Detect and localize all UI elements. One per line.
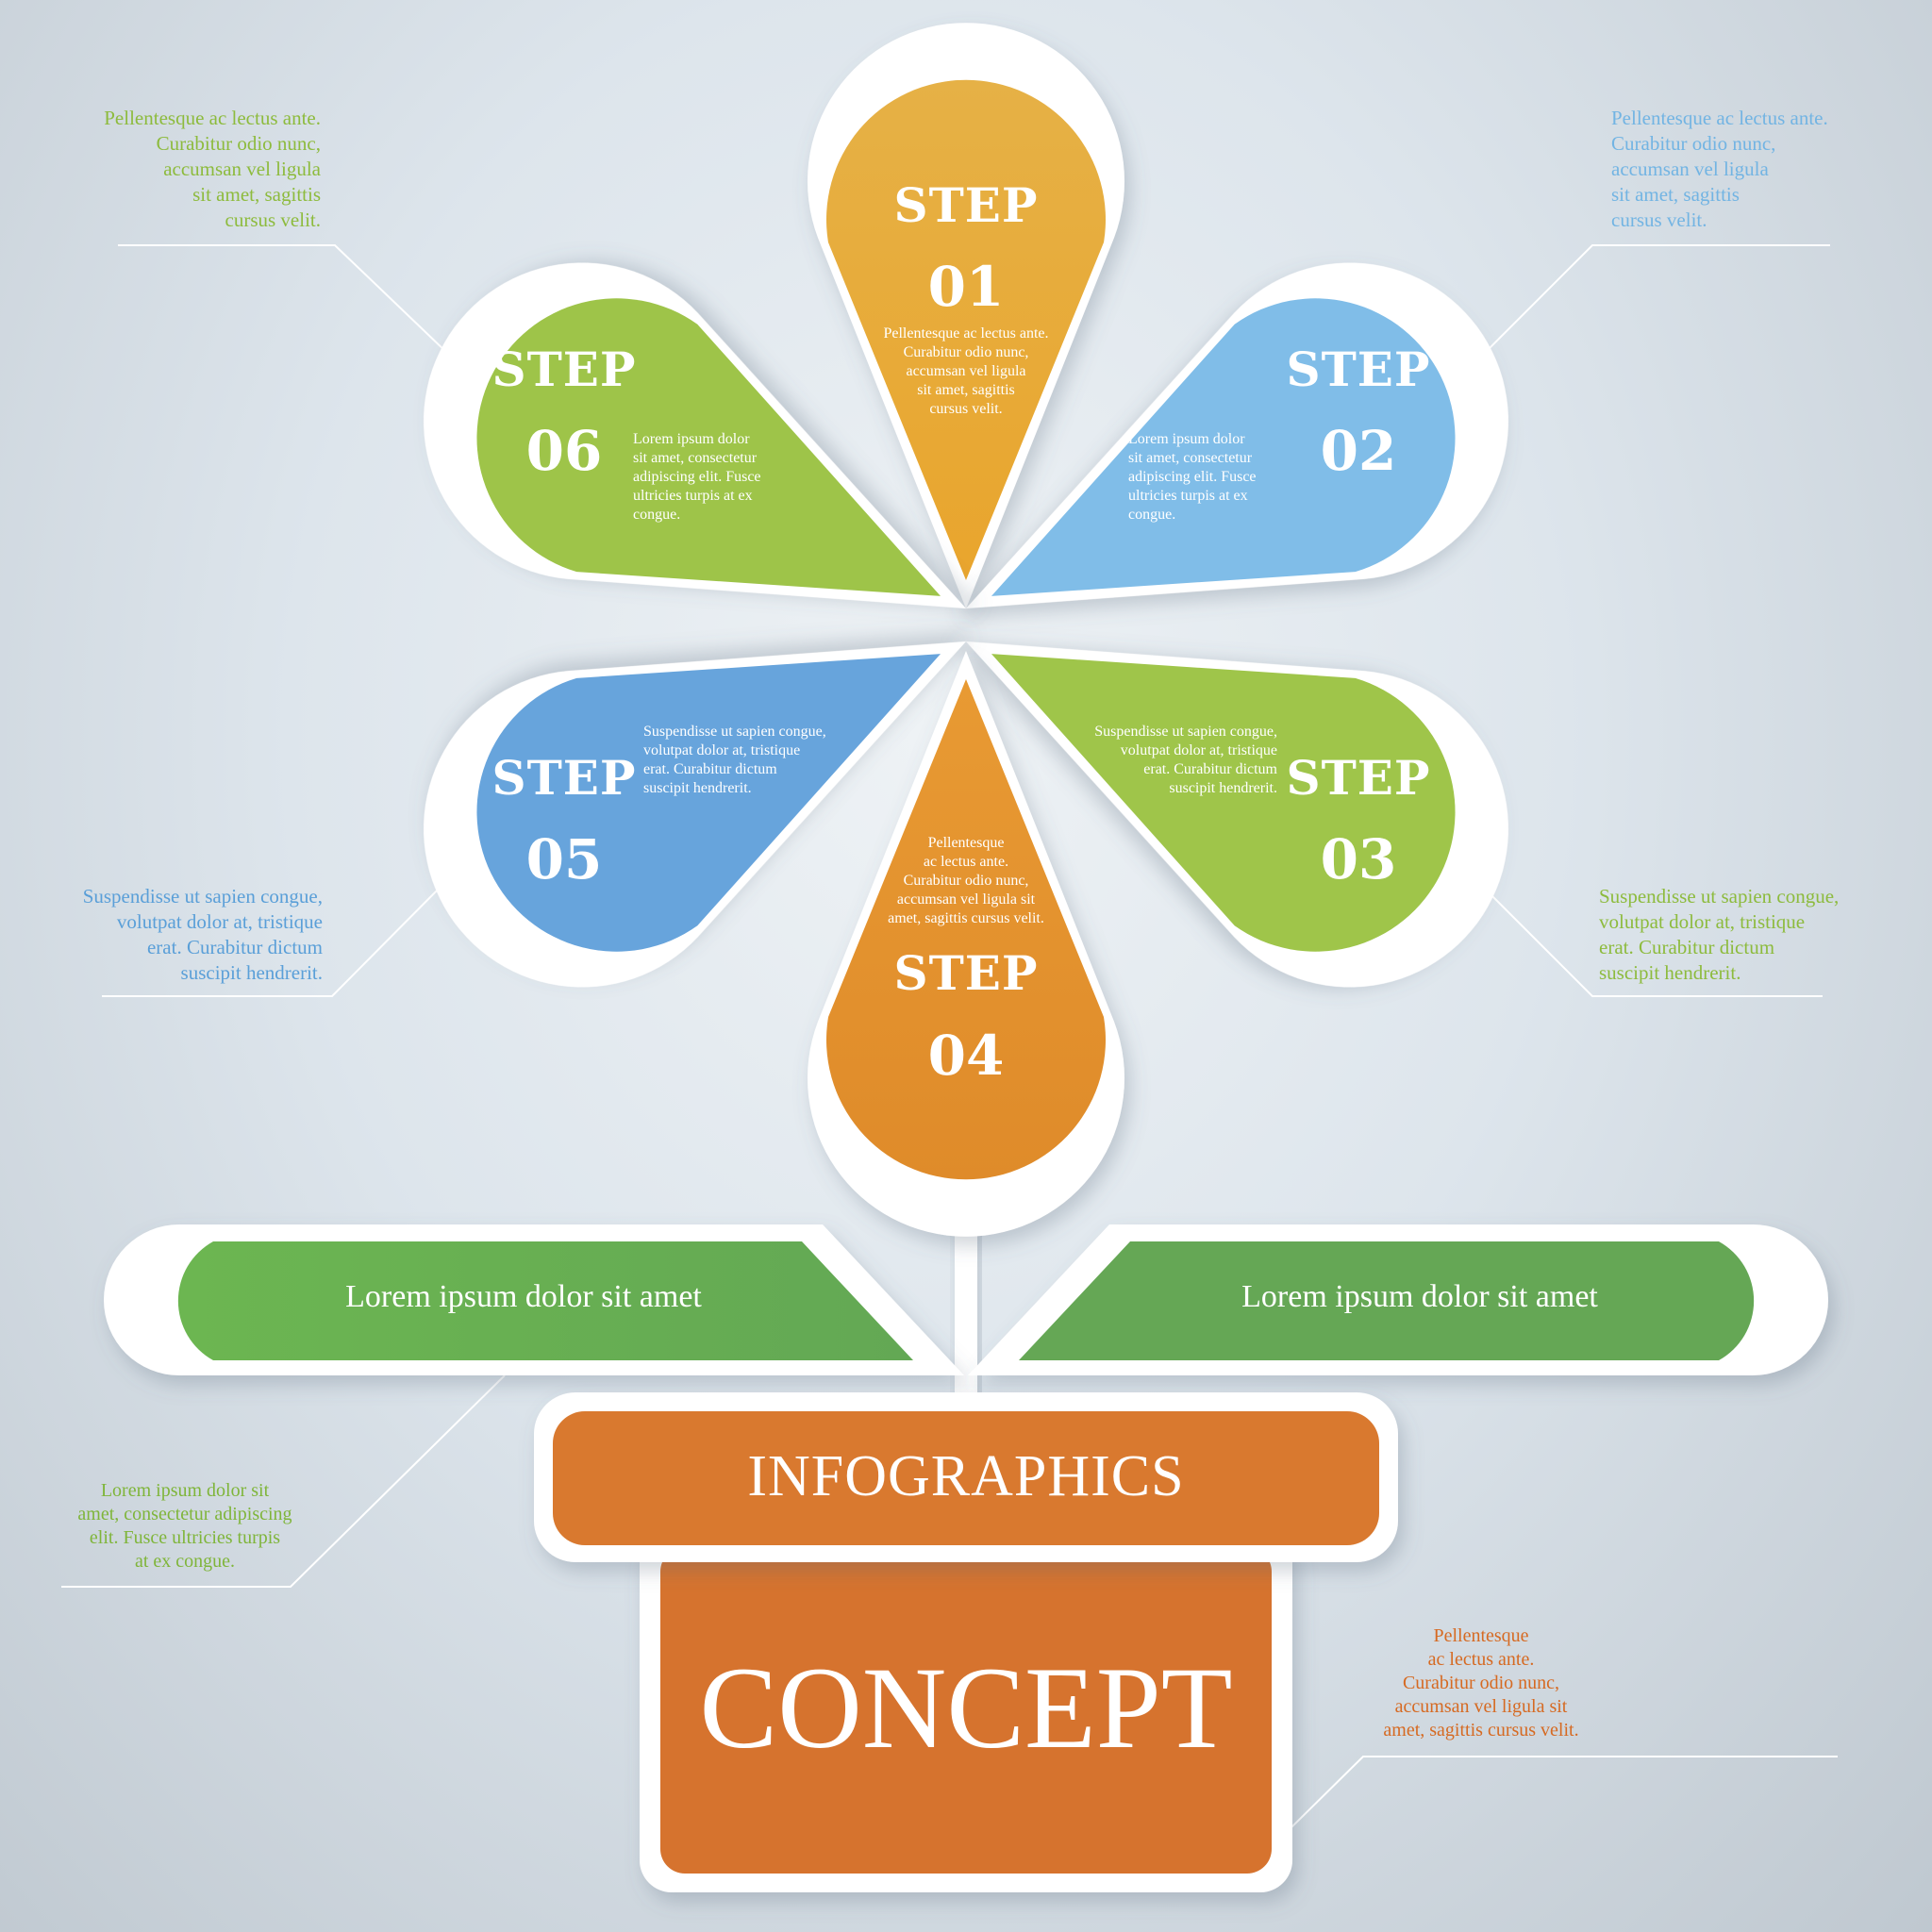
step-04-number: 04 (927, 1024, 1005, 1088)
step-05-label: STEP (491, 750, 637, 806)
note-bottom-left: Lorem ipsum dolor sit amet, consectetur … (77, 1480, 292, 1572)
step-01-number: 01 (927, 255, 1005, 319)
step-06-number: 06 (525, 419, 603, 483)
step-03-number: 03 (1320, 827, 1397, 891)
note-top-right: Pellentesque ac lectus ante. Curabitur o… (1611, 107, 1828, 231)
pot-band-title: INFOGRAPHICS (747, 1444, 1185, 1508)
note-mid-right: Suspendisse ut sapien congue, volutpat d… (1599, 885, 1840, 984)
petal-step-03 (965, 641, 1508, 988)
note-mid-left: Suspendisse ut sapien congue, volutpat d… (82, 885, 323, 984)
petal-step-05 (424, 641, 966, 988)
note-top-left: Pellentesque ac lectus ante. Curabitur o… (104, 107, 321, 231)
step-06-text: Lorem ipsum dolor sit amet, consectetur … (633, 431, 761, 523)
leader-bottom-left (61, 1374, 506, 1588)
step-02-text: Lorem ipsum dolor sit amet, consectetur … (1128, 431, 1257, 523)
step-01-text: Pellentesque ac lectus ante. Curabitur o… (883, 325, 1049, 417)
leader-bottom-right (1290, 1756, 1838, 1829)
note-bottom-right: Pellentesque ac lectus ante. Curabitur o… (1383, 1625, 1579, 1740)
leaf-right (968, 1224, 1828, 1375)
step-04-label: STEP (893, 945, 1039, 1001)
step-02-number: 02 (1320, 419, 1397, 483)
leaf-left-label: Lorem ipsum dolor sit amet (345, 1279, 702, 1314)
step-01-label: STEP (893, 177, 1039, 233)
step-02-label: STEP (1286, 341, 1431, 397)
pot-concept-title: CONCEPT (699, 1643, 1233, 1773)
leader-mid-right (1480, 884, 1823, 997)
leaf-right-label: Lorem ipsum dolor sit amet (1241, 1279, 1598, 1314)
step-04-text: Pellentesque ac lectus ante. Curabitur o… (888, 835, 1044, 926)
leader-lines (61, 244, 1838, 1829)
petal-step-01 (808, 23, 1124, 608)
petal-step-06 (424, 262, 966, 608)
pot (534, 1392, 1398, 1892)
step-05-number: 05 (525, 827, 603, 891)
step-06-label: STEP (491, 341, 637, 397)
leaf-left (104, 1224, 964, 1375)
step-03-label: STEP (1286, 750, 1431, 806)
leader-top-right (1480, 244, 1830, 358)
petal-step-02 (965, 262, 1508, 608)
step-05-text: Suspendisse ut sapien congue, volutpat d… (643, 724, 826, 796)
petal-step-04 (808, 651, 1124, 1237)
step-03-text: Suspendisse ut sapien congue, volutpat d… (1094, 724, 1277, 796)
leader-top-left (118, 244, 449, 355)
leader-mid-left (102, 881, 446, 997)
